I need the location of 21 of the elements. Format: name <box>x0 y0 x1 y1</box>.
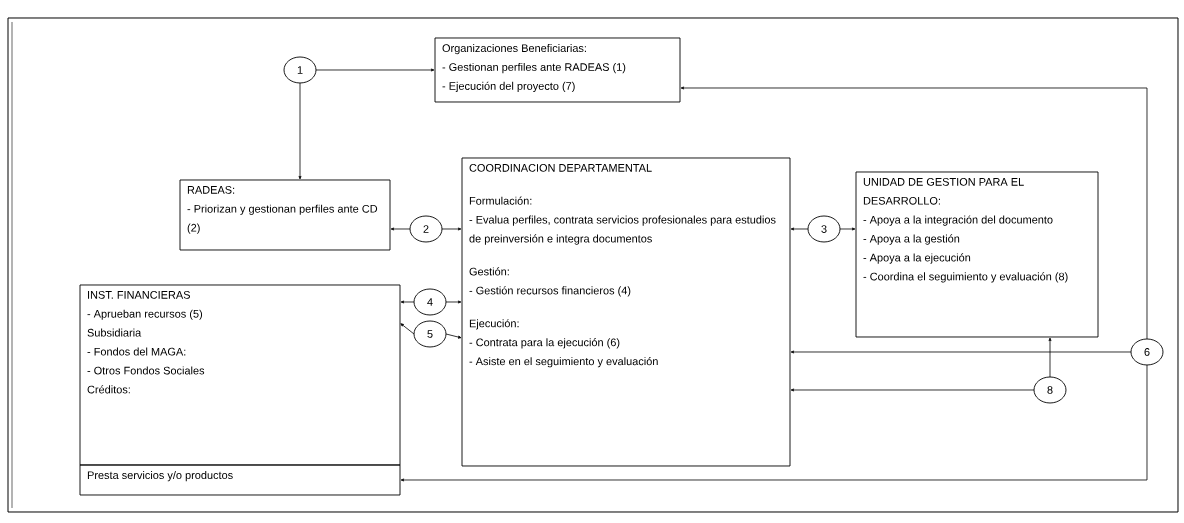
arrow <box>790 388 1035 392</box>
process-box: Organizaciones Beneficiarias: - Gestionan perfiles ante RADEAS (1) - Ejecución del proyecto (7) <box>434 37 681 103</box>
arrow <box>445 300 462 304</box>
arrow <box>790 227 809 231</box>
arrow <box>400 300 415 304</box>
process-box: Presta servicios y/o productos <box>79 464 401 496</box>
arrow <box>315 68 435 72</box>
arrow <box>298 82 302 180</box>
arrow <box>400 364 1148 482</box>
arrow <box>441 227 462 231</box>
process-box: COORDINACION DEPARTAMENTAL Formulación: - Evalua perfiles, contrata servicios profesionales para estudios de preinversión e integra documentos Gestión: - Gestión recursos financieros (4) Ejecución: - Contrata para la ejecución (6) - Asiste en el seguimiento y evaluación <box>461 157 791 467</box>
arrow <box>400 323 415 335</box>
arrow <box>445 333 462 339</box>
arrow <box>790 350 1132 354</box>
process-box: RADEAS: - Priorizan y gestionan perfiles ante CD (2) <box>179 179 391 251</box>
arrow <box>1048 337 1052 378</box>
arrow <box>680 86 1148 340</box>
process-box: INST. FINANCIERAS - Aprueban recursos (5) Subsidiaria - Fondos del MAGA: - Otros Fondos Sociales Créditos: <box>79 284 401 466</box>
arrow <box>390 227 411 231</box>
process-box: UNIDAD DE GESTION PARA EL DESARROLLO: - Apoya a la integración del documento - Apoya a la gestión - Apoya a la ejecución - Coordina el seguimiento y evaluación (8) <box>855 171 1099 338</box>
arrow <box>839 227 856 231</box>
